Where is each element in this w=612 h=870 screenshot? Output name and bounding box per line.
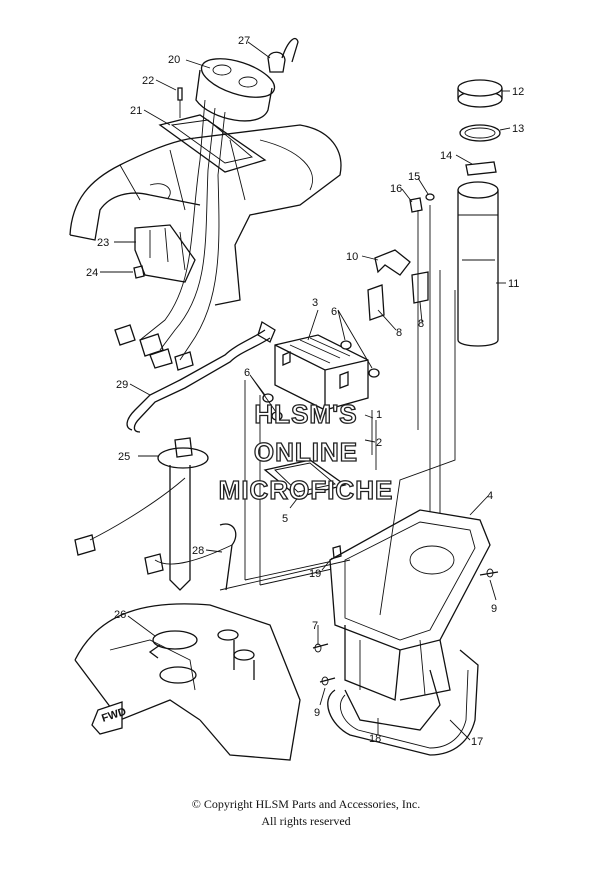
cap-6-upper (340, 340, 380, 378)
label-20: 20 (168, 54, 180, 66)
guide-lines (219, 205, 456, 616)
label-10: 10 (346, 251, 358, 263)
label-6-lower: 6 (244, 367, 250, 379)
label-8-b: 8 (418, 318, 424, 330)
bolt-9-b (319, 676, 336, 686)
label-14: 14 (440, 150, 452, 162)
label-27: 27 (238, 35, 250, 47)
label-9-b: 9 (314, 707, 320, 719)
hose-29 (126, 321, 276, 433)
label-26: 26 (114, 609, 126, 621)
ring-13 (459, 124, 501, 142)
label-13: 13 (512, 123, 524, 135)
label-29: 29 (116, 379, 128, 391)
tube-11 (457, 181, 499, 347)
tray-5 (263, 459, 347, 498)
clip-14 (465, 161, 497, 176)
hose-28 (144, 523, 237, 591)
label-3: 3 (312, 297, 318, 309)
copyright-notice: © Copyright HLSM Parts and Accessories, … (0, 796, 612, 830)
bolt-22 (177, 87, 183, 118)
part-labels: 1 2 3 4 5 6 6 7 8 8 9 9 10 11 12 13 14 1… (86, 35, 524, 748)
watermark: HLSM'S ONLINE MICROFICHE (218, 398, 394, 505)
label-19: 19 (309, 568, 321, 580)
label-4: 4 (487, 490, 493, 502)
label-2: 2 (376, 437, 382, 449)
label-25: 25 (118, 451, 130, 463)
meter-assembly (195, 58, 276, 176)
label-12: 12 (512, 86, 524, 98)
label-15: 15 (408, 171, 420, 183)
holder-23 (133, 224, 196, 283)
bracket-10 (374, 249, 411, 276)
bolt-7 (312, 643, 329, 653)
label-8-a: 8 (396, 327, 402, 339)
copyright-line-1: © Copyright HLSM Parts and Accessories, … (191, 797, 421, 811)
bracket-8-b (411, 271, 429, 304)
wire-harness (114, 159, 220, 371)
fuel-tank-top (74, 603, 301, 761)
bolt-9-a (479, 568, 499, 578)
nut-16 (409, 197, 423, 213)
label-17: 17 (471, 736, 483, 748)
hull-deck-upper (69, 124, 342, 306)
band-26 (148, 630, 198, 659)
leader-lines (100, 41, 511, 741)
label-22: 22 (142, 75, 154, 87)
label-6-upper: 6 (331, 306, 337, 318)
fuel-sender-25 (74, 437, 209, 591)
bolt-19 (332, 545, 342, 559)
meter-bracket (158, 114, 267, 173)
label-9-a: 9 (491, 603, 497, 615)
cap-27 (267, 37, 299, 73)
label-16: 16 (390, 183, 402, 195)
label-23: 23 (97, 237, 109, 249)
cap-12 (457, 79, 503, 108)
label-18: 18 (369, 733, 381, 745)
watermark-line-1: HLSM'S (254, 399, 357, 429)
label-24: 24 (86, 267, 98, 279)
label-1: 1 (376, 409, 382, 421)
label-7: 7 (312, 620, 318, 632)
washer-15 (425, 193, 435, 201)
mat-17 (327, 649, 479, 756)
label-28: 28 (192, 545, 204, 557)
bracket-8-a (367, 284, 385, 321)
label-21: 21 (130, 105, 142, 117)
battery-3 (274, 334, 369, 411)
fwd-arrow-icon: FWD (91, 701, 128, 735)
watermark-line-2: ONLINE (254, 437, 358, 467)
strap-18 (344, 669, 441, 731)
label-5: 5 (282, 513, 288, 525)
label-11: 11 (508, 278, 519, 290)
battery-case-4 (329, 509, 491, 701)
cap-6-lower (262, 393, 283, 421)
copyright-line-2: All rights reserved (261, 814, 351, 828)
watermark-line-3: MICROFICHE (219, 475, 394, 505)
